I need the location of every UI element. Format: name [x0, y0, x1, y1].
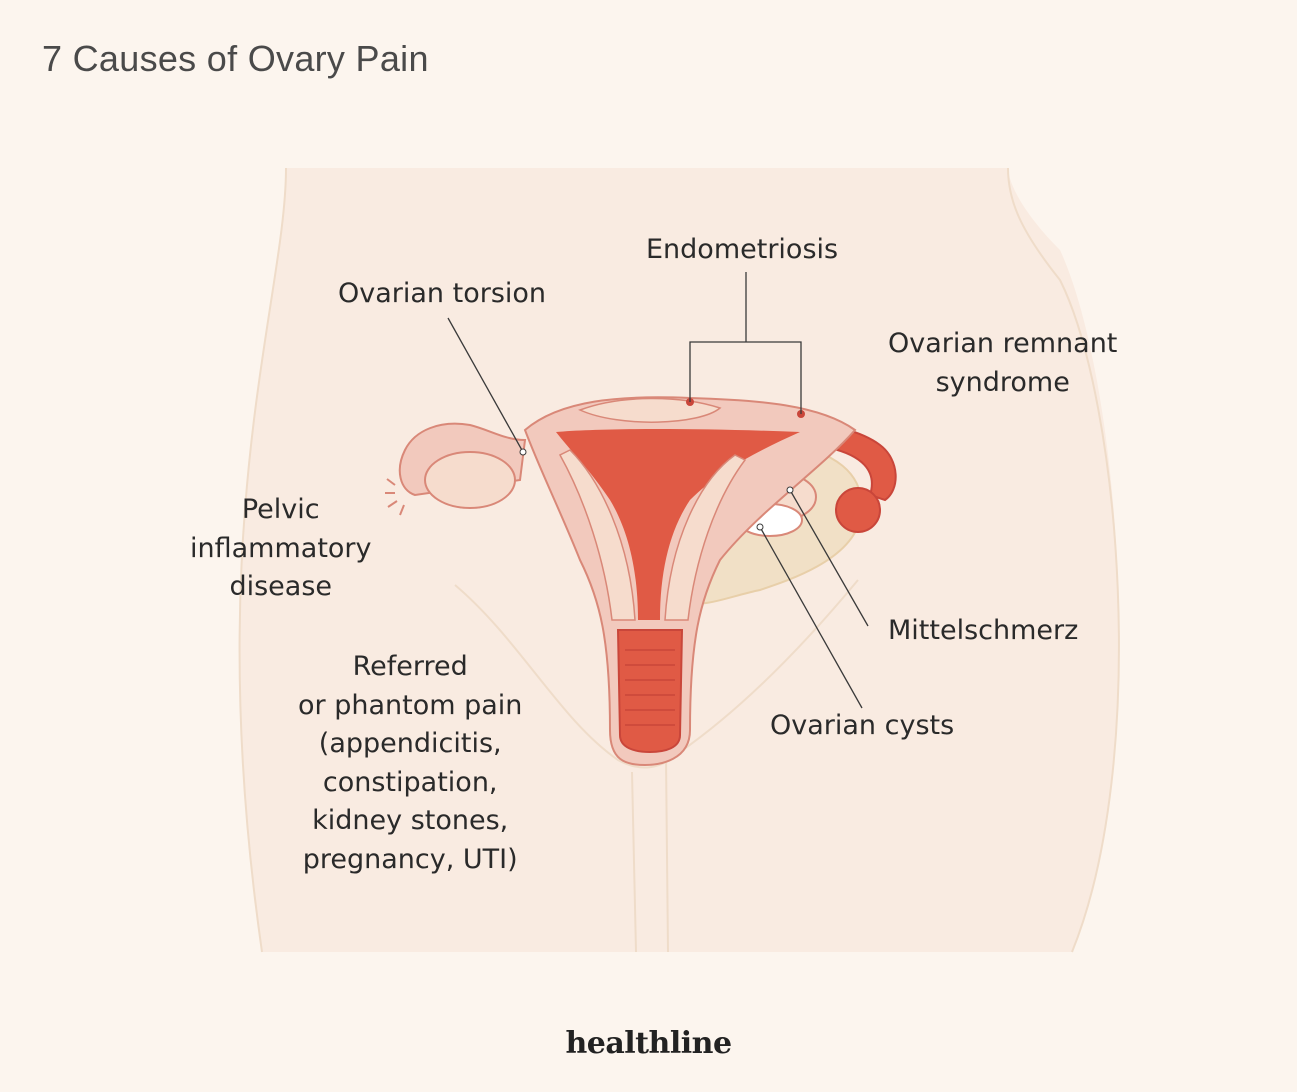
label-ovarian-cysts: Ovarian cysts — [770, 710, 955, 741]
label-mittelschmerz: Mittelschmerz — [888, 615, 1079, 646]
page-title: 7 Causes of Ovary Pain — [42, 38, 429, 79]
mittelschmerz-leader — [789, 489, 869, 627]
label-referred-pain: Referred or phantom pain (appendicitis, … — [298, 651, 523, 875]
right-fimbria — [835, 487, 881, 533]
endometriosis-bracket — [689, 272, 802, 414]
healthline-logo: healthline — [565, 1026, 732, 1061]
cervix-rugae — [625, 649, 675, 726]
cysts-leader — [759, 526, 863, 709]
torsion-dot — [519, 448, 527, 456]
uterus-inner — [556, 429, 800, 620]
label-pid: Pelvic inflammatory disease — [190, 494, 372, 602]
uterine-wall-left — [558, 449, 636, 621]
label-ovarian-remnant: Ovarian remnant syndrome — [888, 328, 1118, 398]
groin-line — [454, 579, 859, 769]
uterine-wall-right — [664, 454, 747, 621]
label-ovarian-torsion: Ovarian torsion — [338, 278, 547, 309]
left-ovary — [424, 451, 516, 509]
cysts-dot — [756, 523, 764, 531]
leg-gap — [631, 757, 669, 953]
left-fimbriae — [385, 478, 405, 516]
label-endometriosis: Endometriosis — [646, 234, 839, 265]
torsion-leader — [447, 317, 524, 453]
mittelschmerz-dot — [786, 486, 794, 494]
body-outline-right — [1007, 167, 1120, 953]
body-outline-left — [238, 167, 287, 953]
fundus-top — [578, 397, 722, 423]
cervix — [616, 629, 684, 754]
